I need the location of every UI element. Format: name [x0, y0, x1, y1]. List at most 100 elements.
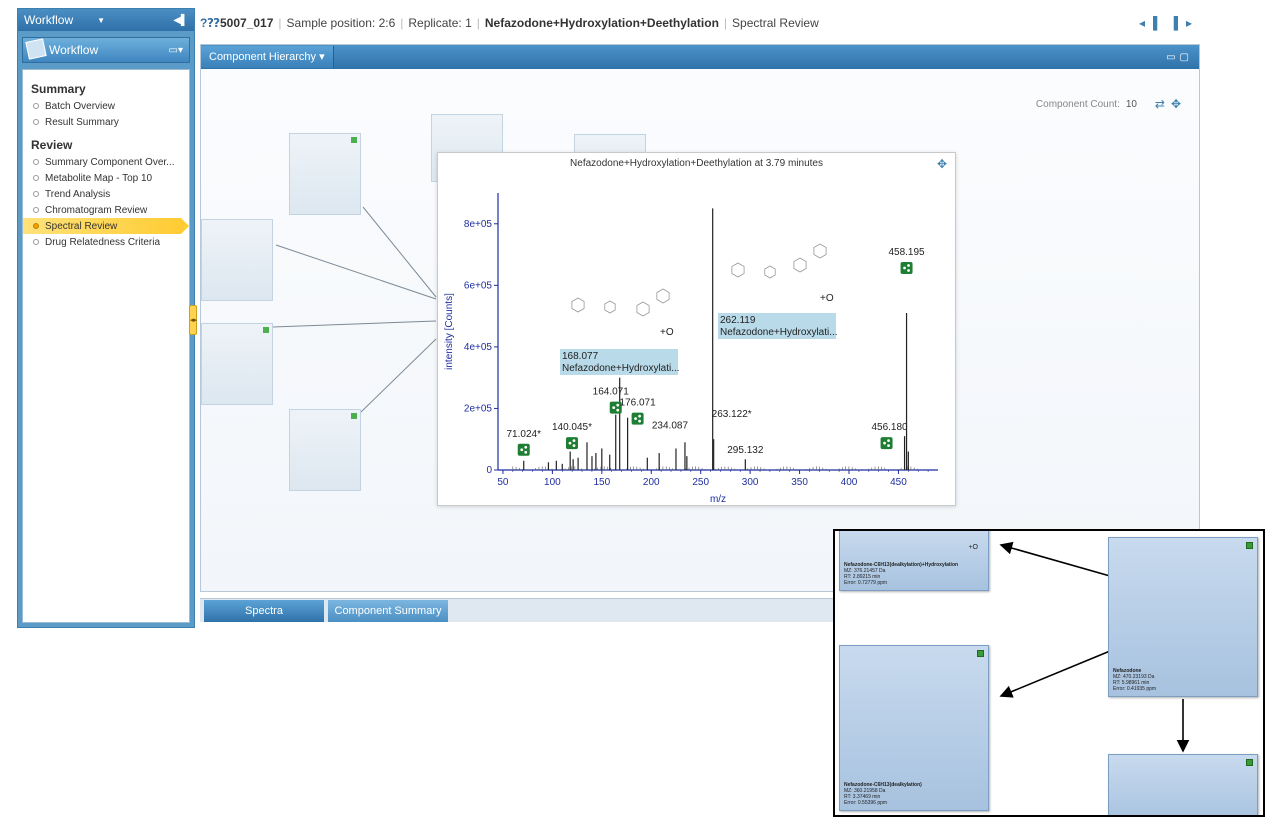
- chevron-down-icon: ▾: [319, 51, 325, 63]
- y-tick-label: 4e+05: [464, 342, 493, 353]
- sample-status-icon: ?⁇: [200, 16, 220, 30]
- spectrum-title: Nefazodone+Hydroxylation+Deethylation at…: [570, 158, 823, 169]
- peak-label: 295.132: [727, 445, 764, 456]
- radio-dot-icon: [33, 175, 39, 181]
- separator: |: [278, 16, 282, 30]
- share-icon-dot: [634, 417, 637, 421]
- inset-node-error: Error: 0.55396 ppm: [844, 800, 888, 806]
- share-icon-dot: [638, 419, 641, 423]
- status-indicator-icon: [351, 413, 357, 419]
- y-axis-label: intensity [Counts]: [444, 293, 455, 370]
- workflow-topbar[interactable]: Workflow ▼ ◀▌: [18, 9, 194, 31]
- move-icon[interactable]: ✥: [1170, 97, 1187, 111]
- canvas-tools: ⇄✥: [1155, 97, 1187, 111]
- component-name: Nefazodone+Hydroxylation+Deethylation: [484, 16, 719, 30]
- nav-item-drug-relatedness[interactable]: Drug Relatedness Criteria: [23, 234, 189, 250]
- nav-item-metabolite-map[interactable]: Metabolite Map - Top 10: [23, 170, 189, 186]
- inset-node-mz: MZ: 470.23193 Da: [1113, 674, 1155, 680]
- minimize-icon[interactable]: ▭: [1166, 51, 1180, 63]
- inset-node-name: Nefazodone: [1113, 668, 1142, 674]
- status-indicator-icon: [1246, 759, 1253, 766]
- tab-spectra[interactable]: Spectra: [204, 600, 324, 622]
- header-nav-icons: ◂▌▐▸: [1139, 16, 1200, 30]
- annotation-name: Nefazodone+Hydroxylati...: [720, 327, 838, 338]
- panel-splitter-handle[interactable]: ◂▸: [189, 305, 197, 335]
- structure-ring: [793, 257, 807, 273]
- nav-item-chromatogram-review[interactable]: Chromatogram Review: [23, 202, 189, 218]
- inset-node-rt: RT: 5.98961 min: [1113, 680, 1150, 686]
- peak-label: 234.087: [652, 420, 689, 431]
- share-icon-dot: [572, 444, 576, 448]
- nav-item-label: Spectral Review: [45, 220, 118, 232]
- separator: |: [476, 16, 480, 30]
- x-tick-label: 400: [841, 477, 858, 488]
- nav-item-trend-analysis[interactable]: Trend Analysis: [23, 186, 189, 202]
- spectrum-popup[interactable]: Nefazodone+Hydroxylation+Deethylation at…: [437, 152, 956, 506]
- inset-node-name: Nefazodone-C6H13(dealkylation): [844, 782, 922, 788]
- previous-icon[interactable]: ◂▌: [1138, 16, 1170, 30]
- maximize-icon[interactable]: ▢: [1179, 51, 1193, 63]
- component-node[interactable]: [289, 133, 361, 215]
- inset-node-caption: Nefazodone-C6H13(dealkylation)+Hydroxyla…: [844, 562, 958, 586]
- nav-item-label: Result Summary: [45, 116, 119, 128]
- window-buttons: ▭▢: [1166, 52, 1193, 63]
- status-indicator-icon: [351, 137, 357, 143]
- nav-item-spectral-review[interactable]: Spectral Review: [23, 218, 189, 234]
- sample-header: ?⁇ 5007_017 | Sample position: 2:6 | Rep…: [200, 12, 1200, 34]
- share-icon-dot: [612, 406, 616, 409]
- options-dropdown-icon[interactable]: ▭▾: [168, 44, 183, 56]
- peak-label: 458.195: [888, 247, 925, 258]
- share-icon: [880, 437, 893, 450]
- structure-ring: [656, 288, 670, 304]
- workflow-header-label: Workflow: [49, 43, 99, 57]
- inset-node-child[interactable]: [1108, 754, 1258, 815]
- share-icon-dot: [616, 408, 620, 412]
- structure-ring: [813, 243, 827, 259]
- structure-ring: [731, 262, 745, 278]
- radio-dot-icon: [33, 103, 39, 109]
- x-tick-label: 50: [497, 477, 509, 488]
- share-icon-dot: [572, 439, 576, 443]
- share-icon-dot: [638, 414, 641, 418]
- component-node[interactable]: [289, 409, 361, 491]
- annotation-mz: 262.119: [720, 315, 756, 326]
- sample-id: 5007_017: [220, 16, 274, 30]
- tab-component-hierarchy[interactable]: Component Hierarchy ▾: [201, 46, 334, 68]
- y-tick-label: 0: [486, 465, 492, 476]
- share-icon-dot: [524, 450, 528, 454]
- component-node[interactable]: [201, 219, 273, 301]
- move-icon[interactable]: ✥: [936, 157, 947, 171]
- nav-item-label: Trend Analysis: [45, 188, 111, 200]
- nav-item-label: Summary Component Over...: [45, 156, 175, 168]
- workflow-topbar-label: Workflow: [24, 13, 74, 27]
- peak-label: 164.071: [593, 387, 630, 398]
- inset-node-name: Nefazodone-C6H13(dealkylation)+Hydroxyla…: [844, 562, 959, 568]
- pane-tabbar: Component Hierarchy ▾ ▭▢: [201, 45, 1199, 69]
- structure-ring: [604, 300, 616, 314]
- nav-item-batch-overview[interactable]: Batch Overview: [23, 98, 189, 114]
- inset-node-rt: RT: 2.89215 min: [844, 574, 881, 580]
- component-node[interactable]: [201, 323, 273, 405]
- peak-label: 176.071: [620, 398, 657, 409]
- section-summary-heading: Summary: [31, 82, 86, 96]
- inset-node-hydroxylation[interactable]: +O Nefazodone-C6H13(dealkylation)+Hydrox…: [839, 531, 989, 591]
- radio-dot-icon: [33, 119, 39, 125]
- nav-item-result-summary[interactable]: Result Summary: [23, 114, 189, 130]
- refresh-icon[interactable]: ⇄: [1154, 97, 1171, 111]
- chevron-down-icon[interactable]: ▼: [97, 15, 106, 25]
- next-icon[interactable]: ▐▸: [1169, 16, 1200, 30]
- status-indicator-icon: [1246, 542, 1253, 549]
- inset-node-nefazodone[interactable]: Nefazodone MZ: 470.23193 Da RT: 5.98961 …: [1108, 537, 1258, 697]
- inset-node-dealkylation[interactable]: Nefazodone-C6H13(dealkylation) MZ: 360.2…: [839, 645, 989, 811]
- hierarchy-edges: [272, 206, 437, 413]
- inset-node-mz: MZ: 360.21958 Da: [844, 788, 886, 794]
- share-icon-dot: [907, 269, 910, 272]
- radio-dot-icon: [33, 159, 39, 165]
- share-icon-dot: [907, 264, 910, 267]
- tab-component-summary[interactable]: Component Summary: [328, 600, 448, 622]
- collapse-icon[interactable]: ◀▌: [173, 14, 188, 26]
- nav-item-summary-component[interactable]: Summary Component Over...: [23, 154, 189, 170]
- inset-node-mz: MZ: 376.21457 Da: [844, 568, 886, 574]
